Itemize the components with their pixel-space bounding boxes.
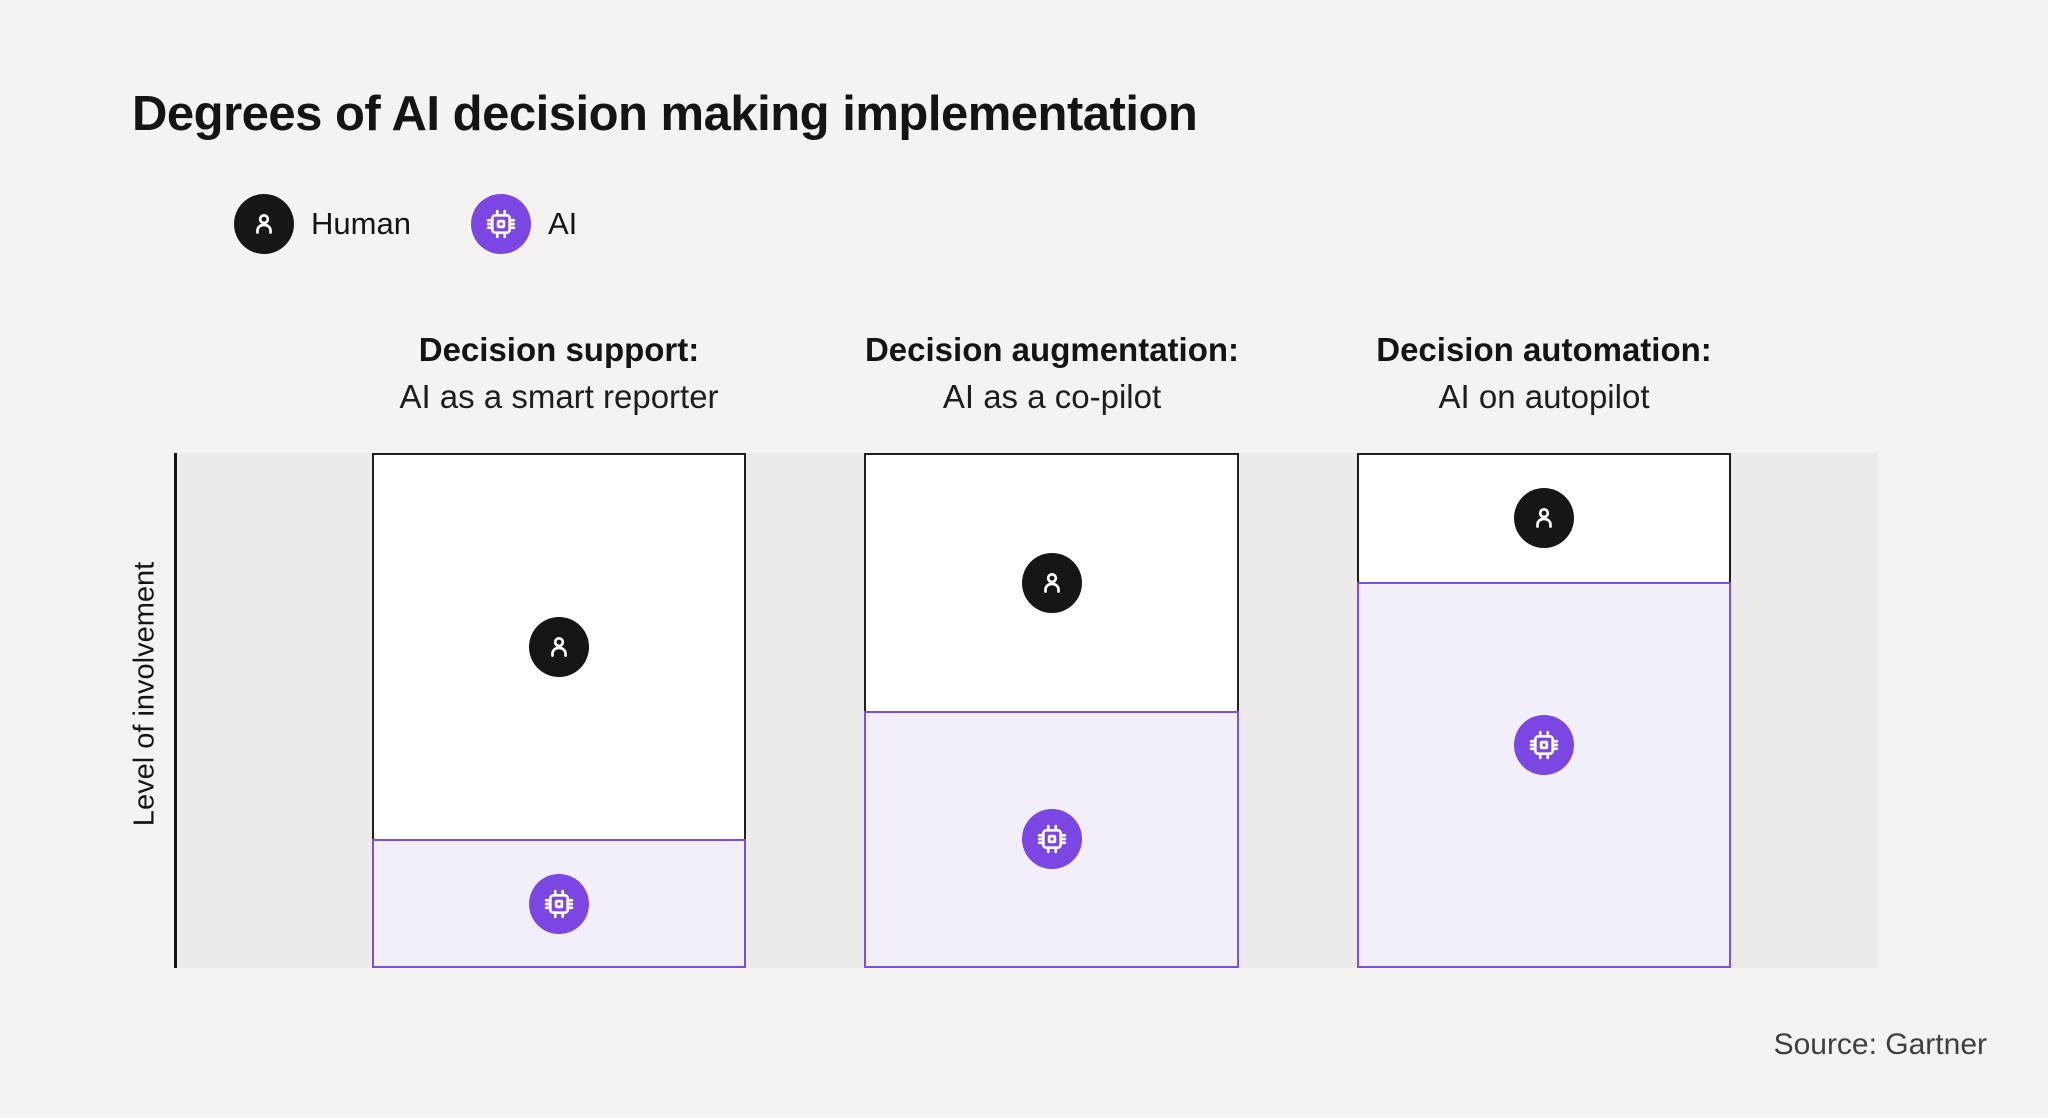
page-title: Degrees of AI decision making implementa… — [132, 87, 1198, 141]
legend-item-human: Human — [234, 194, 411, 254]
column-header-decision-support: Decision support: AI as a smart reporter — [299, 326, 819, 420]
column-header-decision-automation: Decision automation: AI on autopilot — [1284, 326, 1804, 420]
bar-decision-support — [372, 453, 746, 968]
chip-icon — [470, 194, 531, 254]
column-header-decision-augmentation: Decision augmentation: AI as a co-pilot — [792, 326, 1312, 420]
chip-icon — [529, 873, 589, 934]
bar-decision-automation — [1357, 453, 1731, 968]
legend-label-human: Human — [311, 206, 411, 241]
bar-decision-augmentation — [864, 453, 1239, 968]
human-involvement-section — [1357, 453, 1731, 582]
person-icon — [1021, 552, 1082, 613]
column-title: Decision automation: — [1376, 331, 1712, 368]
person-icon — [529, 617, 589, 678]
source-attribution: Source: Gartner — [1773, 1028, 1987, 1061]
y-axis-line — [174, 453, 177, 968]
y-axis-label: Level of involvement — [128, 561, 161, 827]
person-icon — [234, 194, 294, 254]
ai-involvement-section — [372, 839, 746, 968]
ai-involvement-section — [1357, 581, 1731, 968]
legend-item-ai: AI — [470, 194, 578, 254]
chip-icon — [1021, 809, 1082, 870]
legend-label-ai: AI — [547, 206, 578, 241]
column-subtitle: AI on autopilot — [1438, 378, 1650, 415]
column-subtitle: AI as a co-pilot — [942, 378, 1162, 415]
column-title: Decision support: — [418, 331, 700, 368]
column-title: Decision augmentation: — [864, 331, 1240, 368]
human-involvement-section — [372, 453, 746, 840]
chip-icon — [1514, 714, 1574, 775]
person-icon — [1514, 488, 1574, 549]
human-involvement-section — [864, 453, 1239, 711]
ai-involvement-section — [864, 710, 1239, 968]
column-subtitle: AI as a smart reporter — [399, 378, 719, 415]
legend: Human AI — [234, 194, 577, 254]
